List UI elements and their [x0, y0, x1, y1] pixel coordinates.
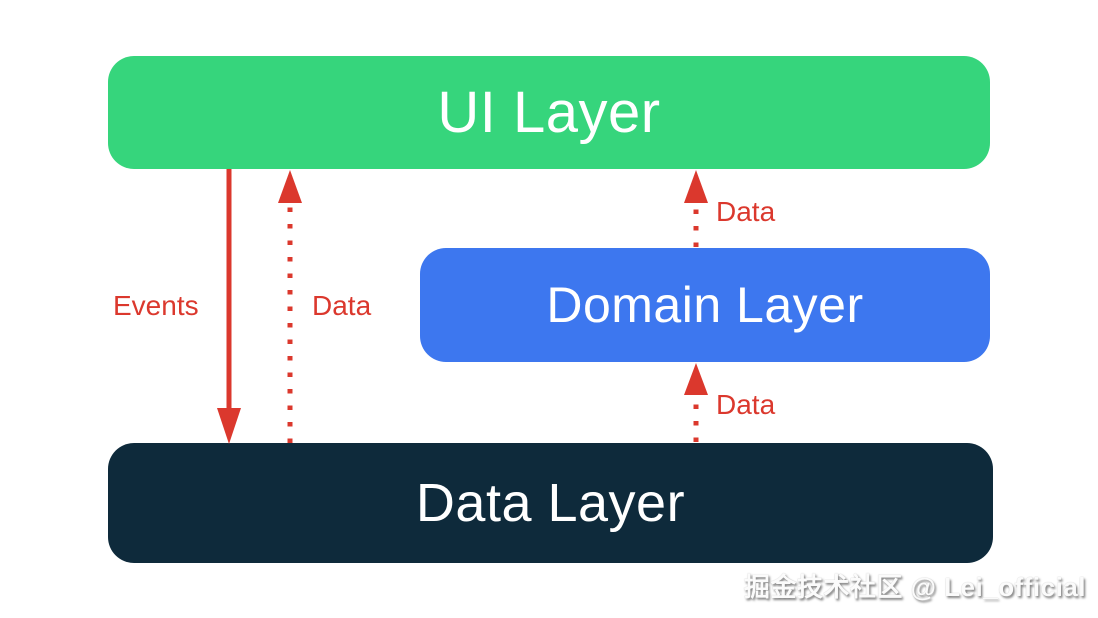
events-arrow-label: Events [113, 290, 199, 321]
data-arrow-label-upper-right: Data [716, 196, 776, 227]
watermark-text: 掘金技术社区 @ Lei_official [743, 572, 1086, 602]
ui-layer-label: UI Layer [437, 80, 661, 145]
data-arrowhead-up-icon [684, 170, 708, 203]
events-arrowhead-down-icon [217, 408, 241, 444]
data-arrow-data-to-ui [278, 170, 302, 443]
ui-layer-box: UI Layer [108, 56, 990, 169]
events-arrow [217, 169, 241, 444]
data-layer-box: Data Layer [108, 443, 993, 563]
data-arrow-label-left: Data [312, 290, 372, 321]
data-arrow-label-lower-right: Data [716, 389, 776, 420]
domain-layer-box: Domain Layer [420, 248, 990, 362]
domain-layer-label: Domain Layer [546, 277, 864, 333]
data-arrowhead-up-icon [278, 170, 302, 203]
data-arrow-data-to-domain [684, 363, 708, 442]
data-arrowhead-up-icon [684, 363, 708, 395]
data-layer-label: Data Layer [415, 473, 686, 533]
data-arrow-domain-to-ui [684, 170, 708, 247]
